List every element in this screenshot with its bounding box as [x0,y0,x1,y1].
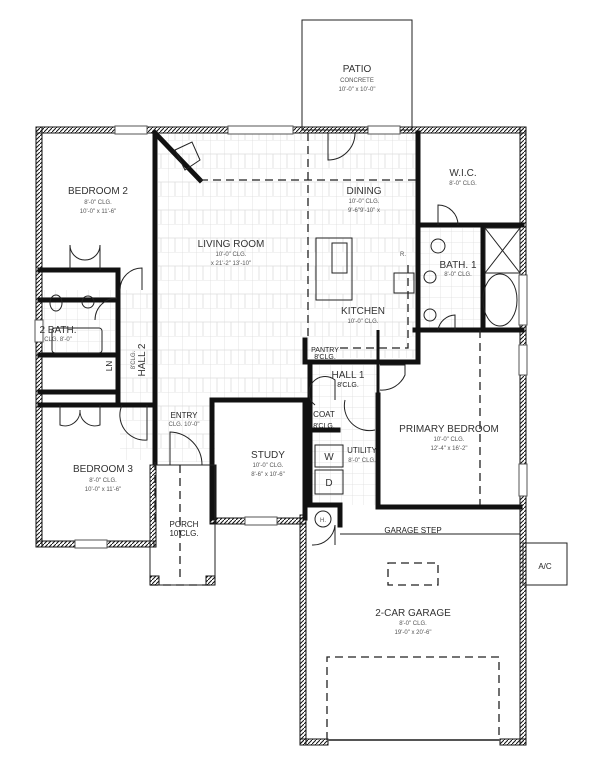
linen-label: LN [105,361,114,371]
doors [59,132,459,546]
bedroom2-label: BEDROOM 2 8'-0" CLG. 10'-0" x 11'-6" [68,186,128,215]
svg-text:10'-0" CLG.: 10'-0" CLG. [348,319,379,325]
ac-label: A/C [538,562,552,571]
stove-icon [393,272,415,294]
svg-text:BEDROOM 3: BEDROOM 3 [73,464,133,475]
utility-label: UTILITY 8'-0" CLG. [347,446,377,464]
kitchen-label: KITCHEN 10'-0" CLG. [341,306,385,325]
bedroom3-label: BEDROOM 3 8'-0" CLG. 10'-0" x 11'-6" [73,464,133,493]
svg-text:8'-0" CLG.: 8'-0" CLG. [84,200,112,206]
svg-text:10'-0" x 11'-6": 10'-0" x 11'-6" [80,209,116,215]
labels: PATIO CONCRETE 10'-0" x 10'-0" BEDROOM 2 8'… [39,64,551,636]
washer-label: W [324,452,334,463]
svg-text:8'CLG.: 8'CLG. [337,382,359,389]
svg-text:ENTRY: ENTRY [171,411,199,420]
svg-text:KITCHEN: KITCHEN [341,306,385,317]
svg-text:8'CLG.: 8'CLG. [131,350,137,369]
study-label: STUDY 10'-0" CLG. 8'-6" x 10'-6" [251,450,285,478]
fixtures [49,141,521,528]
svg-text:8'CLG.: 8'CLG. [313,423,335,430]
svg-text:BATH. 1: BATH. 1 [439,260,476,271]
svg-text:x 21'-2" 13'-10": x 21'-2" 13'-10" [211,261,251,267]
svg-text:HALL 1: HALL 1 [332,370,365,381]
svg-text:W.I.C.: W.I.C. [449,168,476,179]
svg-text:12'-4" x 16'-2": 12'-4" x 16'-2" [431,446,468,452]
svg-text:DINING: DINING [347,186,382,197]
svg-text:8'-0" CLG.: 8'-0" CLG. [444,272,472,278]
svg-text:CONCRETE: CONCRETE [340,78,374,84]
svg-text:PANTRY: PANTRY [311,347,339,354]
water-heater-icon [314,510,332,528]
svg-text:8'-0" CLG.: 8'-0" CLG. [449,181,477,187]
hall2-label: HALL 28'CLG. [131,343,148,376]
svg-text:8'-0" CLG.: 8'-0" CLG. [348,458,376,464]
svg-text:UTILITY: UTILITY [347,446,377,455]
garage-step-label: GARAGE STEP [384,526,441,535]
coat-label: COAT 8'CLG. [313,410,335,430]
toilet-icon [430,238,446,254]
svg-text:10'-0" x 11'-6": 10'-0" x 11'-6" [85,487,121,493]
patio-label: PATIO CONCRETE 10'-0" x 10'-0" [339,64,376,93]
dryer-icon [314,469,344,495]
svg-text:2-CAR GARAGE: 2-CAR GARAGE [375,608,451,619]
svg-text:STUDY: STUDY [251,450,285,461]
dryer-label: D [325,478,332,489]
svg-text:CLG. 10'-0": CLG. 10'-0" [169,422,200,428]
svg-text:10'-0" CLG.: 10'-0" CLG. [253,463,284,469]
entry-label: ENTRY CLG. 10'-0" [169,411,200,428]
garage-label: 2-CAR GARAGE 8'-0" CLG. 19'-0" x 20'-6" [375,608,451,636]
svg-text:PORCH: PORCH [170,520,199,529]
primary-bedroom-label: PRIMARY BEDROOM 10'-0" CLG. 12'-4" x 16'-2… [399,424,499,452]
svg-text:8'-0" CLG.: 8'-0" CLG. [89,478,117,484]
water-heater-label: H. [320,518,326,524]
svg-text:HALL 2: HALL 2 [137,343,148,376]
svg-text:8'CLG.: 8'CLG. [314,354,336,361]
svg-text:PATIO: PATIO [343,64,372,75]
svg-text:PRIMARY BEDROOM: PRIMARY BEDROOM [399,424,499,435]
svg-text:CLG. 8'-0": CLG. 8'-0" [44,337,72,343]
fireplace-icon [174,141,201,171]
porch [149,464,216,586]
svg-text:8'-6" x 10'-6": 8'-6" x 10'-6" [251,472,285,478]
shower-icon [484,227,521,274]
interior-walls [37,129,525,528]
svg-text:8'-0" CLG.: 8'-0" CLG. [399,621,427,627]
svg-text:10'CLG.: 10'CLG. [169,529,198,538]
fridge-label: R. [400,252,406,258]
kitchen-island [315,237,353,301]
washer-icon [314,444,344,468]
bathtub-icon [482,273,518,327]
svg-text:10'-0" CLG.: 10'-0" CLG. [434,437,465,443]
bath2-label: 2 BATH.CLG. 8'-0" [39,325,76,343]
toilet-icon [49,294,63,312]
sink-icon [81,295,95,309]
svg-text:19'-0" x 20'-6": 19'-0" x 20'-6" [395,630,432,636]
svg-text:BEDROOM 2: BEDROOM 2 [68,186,128,197]
hall1-label: HALL 18'CLG. [332,370,365,389]
ac-unit [522,542,568,586]
svg-text:LIVING ROOM: LIVING ROOM [198,239,265,250]
svg-text:COAT: COAT [313,410,335,419]
bathtub [51,327,103,354]
svg-text:2 BATH.: 2 BATH. [39,325,76,336]
patio [301,19,413,131]
dining-label: DINING 10'-0" CLG. 9'-6"9'-10" x [347,186,382,214]
living-room-label: LIVING ROOM 10'-0" CLG. x 21'-2" 13'-10" [198,239,265,267]
svg-text:10'-0" CLG.: 10'-0" CLG. [349,199,380,205]
wic-label: W.I.C. 8'-0" CLG. [449,168,477,187]
svg-text:9'-6"9'-10" x: 9'-6"9'-10" x [348,208,380,214]
svg-text:10'-0" x 10'-0": 10'-0" x 10'-0" [339,87,376,93]
bath1-label: BATH. 18'-0" CLG. [439,260,476,278]
kitchen-sink-icon [331,242,348,274]
svg-text:10'-0" CLG.: 10'-0" CLG. [216,252,247,258]
